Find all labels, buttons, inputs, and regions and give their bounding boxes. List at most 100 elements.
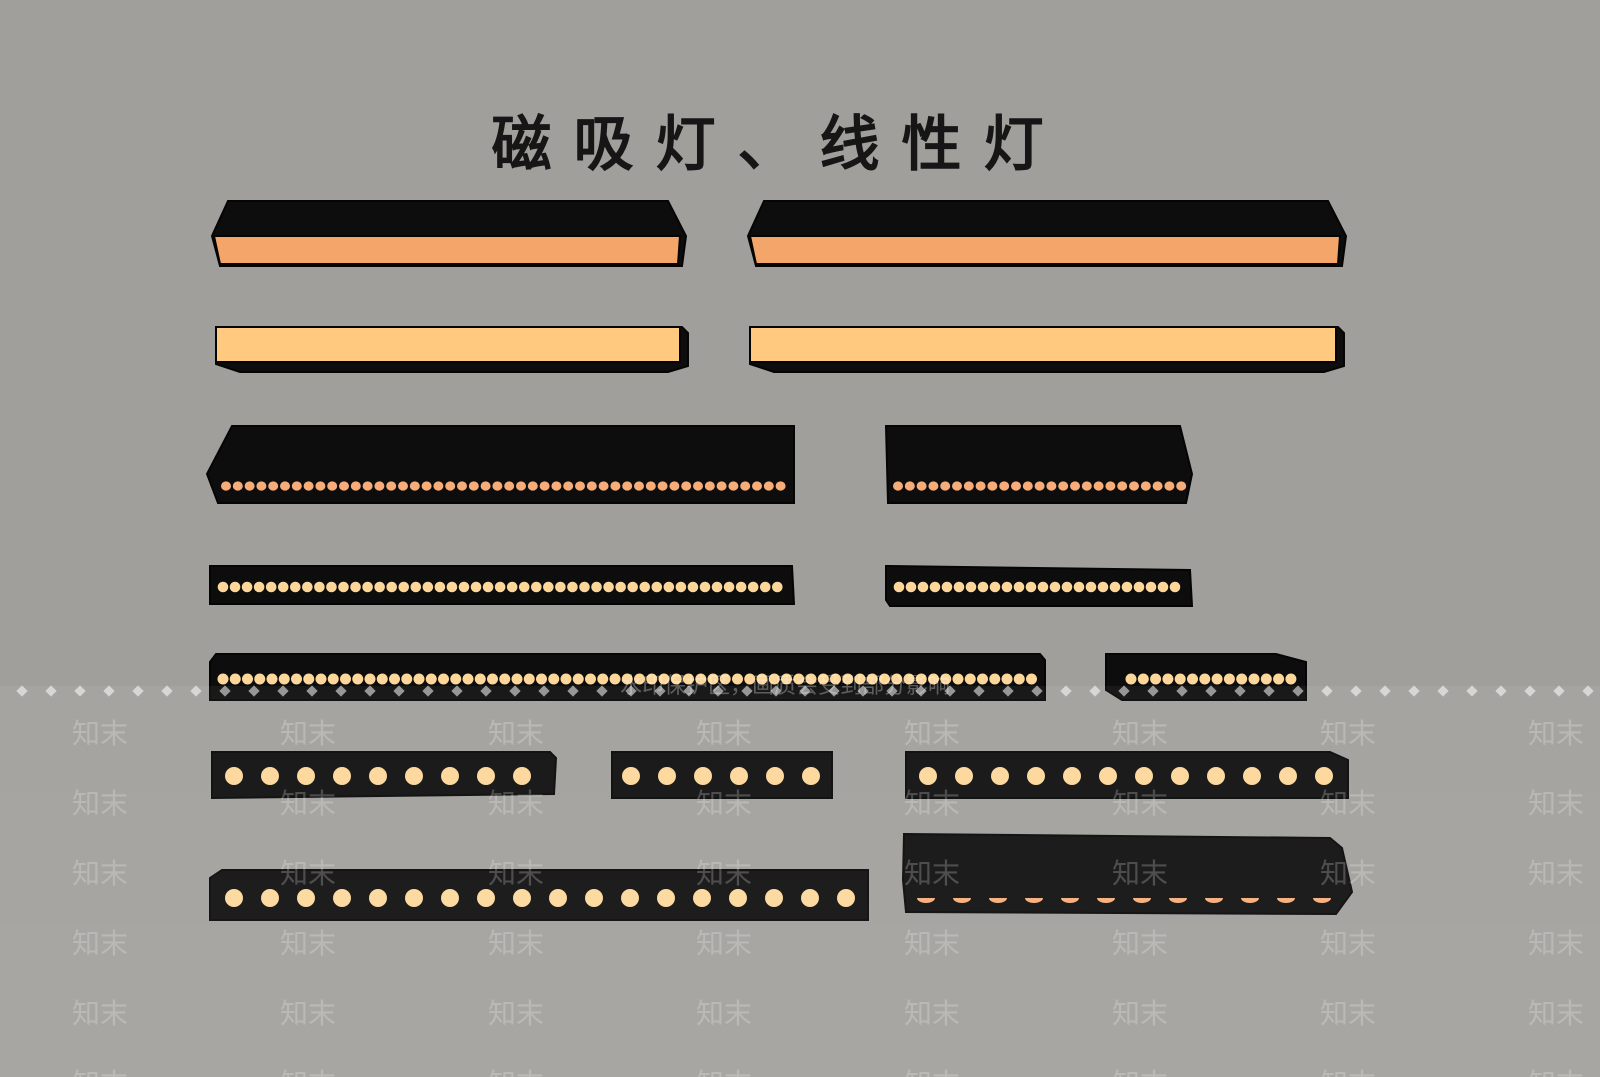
led-dot [242, 673, 253, 685]
led-dot [675, 581, 687, 593]
watermark-dot [973, 685, 985, 697]
watermark-dot [1002, 685, 1014, 697]
magnetic-light-led-medium [884, 425, 1194, 504]
led-dot [1164, 481, 1175, 491]
led-dot [1133, 898, 1151, 903]
led-dot [369, 889, 387, 907]
watermark-dot [1321, 685, 1333, 697]
watermark-dot [770, 685, 782, 697]
led-dot [482, 581, 494, 593]
led-dot [244, 481, 255, 491]
led-dot [254, 673, 266, 685]
magnetic-light-led-large [205, 425, 795, 504]
led-dot [291, 481, 302, 491]
led-dot [586, 481, 597, 491]
led-dot [793, 673, 805, 685]
led-dot [477, 767, 495, 785]
watermark-dot [45, 685, 57, 697]
watermark-dot [538, 685, 550, 697]
led-dot [622, 481, 633, 491]
led-dot [499, 673, 511, 685]
led-dot [695, 673, 707, 685]
led-dot [977, 581, 989, 593]
watermark-dot [741, 685, 753, 697]
led-dot [315, 673, 327, 685]
led-dot [955, 767, 973, 785]
led-dot [989, 673, 1001, 685]
led-dot [903, 673, 915, 685]
led-dot [919, 767, 937, 785]
led-dot [1241, 898, 1259, 903]
led-dot [277, 581, 289, 593]
led-dot [634, 673, 645, 685]
led-dot [1169, 898, 1187, 903]
led-dot [1105, 481, 1116, 491]
led-dot [989, 898, 1007, 903]
watermark-dot [1292, 685, 1304, 697]
led-dot [1137, 673, 1149, 685]
light-housing [205, 425, 795, 504]
watermark-dot [509, 685, 521, 697]
led-dot [663, 581, 675, 593]
led-dot [952, 481, 962, 491]
led-dot [999, 481, 1010, 491]
led-dot [278, 673, 290, 685]
led-dot [374, 481, 385, 491]
led-dot [225, 767, 243, 785]
light-housing [209, 869, 869, 921]
led-dot [513, 767, 531, 785]
led-dot [929, 581, 941, 593]
grille-light-middle [611, 751, 833, 799]
led-dot [1022, 481, 1033, 491]
led-dot [1049, 581, 1061, 593]
led-dot [506, 581, 518, 593]
led-dot [729, 889, 747, 907]
led-dot [772, 581, 783, 593]
led-dot [421, 481, 432, 491]
led-dot [763, 481, 774, 491]
watermark-dot [1205, 685, 1217, 697]
led-dot [1199, 673, 1211, 685]
led-dot [458, 581, 470, 593]
led-dot [386, 481, 397, 491]
led-dot [1073, 581, 1085, 593]
led-dot [1133, 581, 1145, 593]
watermark-dot [1379, 685, 1391, 697]
led-dot [297, 889, 315, 907]
led-dot [752, 481, 762, 491]
led-dot [940, 673, 952, 685]
led-dot [759, 581, 771, 593]
light-diffuser [212, 235, 682, 265]
led-dot [543, 581, 554, 593]
led-dot [693, 889, 711, 907]
led-dot [386, 581, 398, 593]
led-dot [513, 889, 531, 907]
led-dot [953, 581, 965, 593]
led-dot [265, 581, 277, 593]
led-dot [866, 673, 878, 685]
led-dot [1171, 767, 1189, 785]
watermark-dot [625, 685, 637, 697]
watermark-dot [1437, 685, 1449, 697]
led-dot [1109, 581, 1121, 593]
led-dot [422, 581, 434, 593]
page-title: 磁吸灯、线性灯 [491, 110, 1066, 180]
led-dot [740, 481, 751, 491]
led-dot [327, 481, 338, 491]
watermark-dot [683, 685, 695, 697]
led-dot [314, 581, 325, 593]
led-dot [401, 673, 413, 685]
led-dot [1169, 581, 1181, 593]
watermark-dot [364, 685, 376, 697]
led-dot [627, 581, 638, 593]
led-dot [261, 889, 279, 907]
led-dot [1058, 481, 1069, 491]
led-dot [917, 581, 929, 593]
led-dot [268, 481, 279, 491]
led-dot [1097, 898, 1115, 903]
led-dot [646, 673, 658, 685]
led-dot [928, 481, 939, 491]
led-dot [669, 481, 680, 491]
led-dot [1061, 581, 1073, 593]
